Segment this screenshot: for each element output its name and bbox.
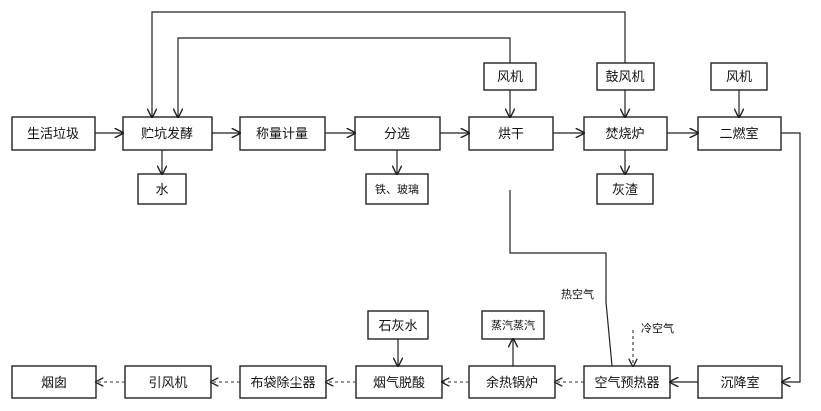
node-secondary-chamber-label: 二燃室 [719, 126, 758, 142]
node-drying: 烘干 [468, 116, 554, 151]
label-cold-air: 冷空气 [641, 321, 674, 335]
node-waste-heat-boiler: 余热锅炉 [468, 365, 556, 399]
node-induced-fan-label: 引风机 [148, 376, 187, 391]
node-waste-heat-boiler-label: 余热锅炉 [486, 375, 538, 391]
node-bag-filter-label: 布袋除尘器 [250, 376, 315, 391]
node-storage-pit-label: 贮坑发酵 [141, 126, 193, 142]
node-incinerator: 焚烧炉 [583, 116, 668, 151]
node-domestic-waste-label: 生活垃圾 [27, 127, 79, 142]
node-steam-label: 蒸汽蒸汽 [491, 318, 535, 332]
node-domestic-waste: 生活垃圾 [11, 116, 96, 151]
node-air-preheater: 空气预热器 [583, 365, 671, 399]
node-water: 水 [137, 173, 187, 205]
node-incinerator-label: 焚烧炉 [605, 127, 644, 142]
node-sorting-label: 分选 [384, 127, 410, 142]
node-fan-drying-label: 风机 [497, 70, 523, 85]
node-weighing: 称量计量 [239, 116, 326, 151]
node-secondary-chamber: 二燃室 [697, 116, 782, 151]
edge-blower-loop [152, 11, 626, 117]
node-bag-filter: 布袋除尘器 [239, 365, 327, 399]
node-chimney: 烟囱 [11, 365, 97, 399]
node-steam: 蒸汽蒸汽 [481, 310, 545, 340]
node-iron-glass: 铁、玻璃 [365, 173, 429, 205]
edge-hot-air-line [509, 190, 613, 367]
node-storage-pit: 贮坑发酵 [122, 116, 213, 151]
edge-drying-fan-loop [178, 37, 511, 117]
node-drying-label: 烘干 [498, 127, 524, 142]
node-blower-incinerator-label: 鼓风机 [605, 70, 644, 85]
node-water-label: 水 [155, 183, 168, 198]
node-induced-fan: 引风机 [124, 365, 212, 399]
node-desulfurization-label: 烟气脱酸 [373, 375, 425, 391]
edge-secondary-to-settling [781, 132, 801, 382]
node-settling-chamber: 沉降室 [697, 365, 783, 399]
node-air-preheater-label: 空气预热器 [594, 375, 659, 391]
node-weighing-label: 称量计量 [256, 127, 308, 142]
node-lime-water-label: 石灰水 [378, 319, 417, 334]
node-fan-secondary: 风机 [710, 62, 768, 91]
label-hot-air: 热空气 [561, 287, 594, 301]
node-iron-glass-label: 铁、玻璃 [375, 182, 419, 196]
node-desulfurization: 烟气脱酸 [355, 365, 443, 399]
node-sorting: 分选 [354, 116, 441, 151]
node-ash-label: 灰渣 [612, 183, 638, 198]
node-fan-drying: 风机 [483, 62, 537, 91]
node-ash: 灰渣 [596, 173, 654, 205]
node-chimney-label: 烟囱 [41, 376, 67, 391]
node-settling-chamber-label: 沉降室 [720, 375, 759, 391]
node-lime-water: 石灰水 [367, 310, 429, 340]
node-fan-secondary-label: 风机 [726, 70, 752, 85]
node-blower-incinerator: 鼓风机 [596, 62, 655, 91]
